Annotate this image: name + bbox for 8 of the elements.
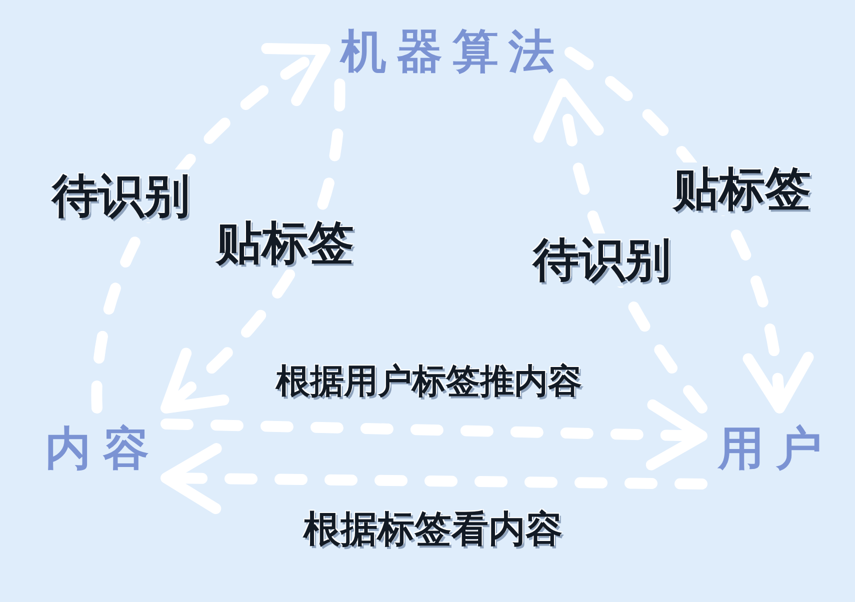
dashed-arrow — [160, 443, 708, 514]
dashed-arrow — [564, 46, 812, 414]
node-label: 机器算法 — [325, 18, 570, 84]
dashed-arrow — [92, 44, 330, 414]
node-label: 内容 — [28, 408, 166, 488]
node-label: 用户 — [702, 408, 838, 488]
dashed-arrow — [160, 399, 708, 470]
dashed-arrow — [534, 78, 708, 414]
